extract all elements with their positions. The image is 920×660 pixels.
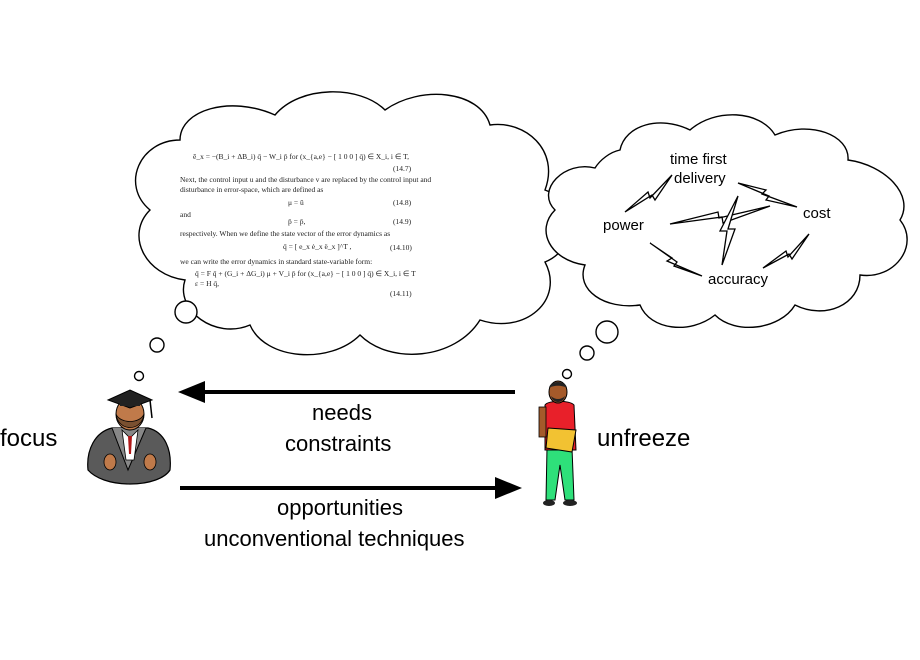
bolt-power-to-time [624,174,673,213]
doc-para2: respectively. When we define the state v… [180,229,391,238]
node-cost: cost [803,205,831,222]
label-focus: focus [0,425,58,452]
doc-eq-14-8: μ = ū [288,198,304,207]
doc-eq-14-11-a: q̄ = F q̄ + (G_i + ΔG_i) μ + V_i p̄ for … [195,269,416,278]
label-needs: needs [312,400,372,425]
bolt-cross-horizontal [669,205,771,225]
doc-para3: we can write the error dynamics in stand… [180,257,373,266]
doc-eq-14-9-number: (14.9) [393,217,412,226]
node-accuracy: accuracy [708,271,769,288]
doc-eq-14-7: ē_x = −(B_i + ΔB_i) q̄ − W_i p̄ for (x_{… [193,152,410,161]
doc-para1-line1: Next, the control input u and the distur… [180,175,432,184]
arrow-opportunities-right [180,477,522,499]
right-thought-bubble-medium [579,345,595,361]
bolt-cross-vertical [718,195,739,266]
student-figure [538,380,577,506]
doc-eq-14-11-b: ε = H q̄, [195,279,220,288]
left-thought-cloud [134,91,572,356]
node-power: power [603,217,644,234]
label-unconventional-techniques: unconventional techniques [204,526,465,551]
doc-and: and [180,210,191,219]
doc-eq-14-10: q̄ = [ e_x ė_x ë_x ]^T , [283,242,352,251]
arrow-needs-left [178,381,515,403]
professor-figure [87,389,171,485]
doc-eq-14-8-number: (14.8) [393,198,412,207]
left-thought-bubble-small [133,370,145,382]
left-thought-bubble-large [174,300,198,324]
doc-eq-14-11-number: (14.11) [390,289,412,298]
doc-para1-line2: disturbance in error-space, which are de… [180,185,324,194]
node-time-first-delivery-line2: delivery [674,170,726,187]
doc-eq-14-9: p̄ = p̄, [288,217,306,226]
bolt-accuracy-to-cost [762,233,810,269]
doc-eq-14-7-number: (14.7) [393,164,412,173]
bolt-time-to-cost [737,182,798,208]
label-unfreeze: unfreeze [597,425,691,452]
left-thought-bubble-medium [149,337,165,353]
doc-eq-14-10-number: (14.10) [390,243,412,252]
bolt-power-to-accuracy [649,242,703,277]
node-time-first-delivery-line1: time first [670,151,727,168]
right-thought-bubble-large [595,320,619,344]
label-opportunities: opportunities [277,495,403,520]
right-thought-bubble-small [561,368,573,380]
label-constraints: constraints [285,431,392,456]
